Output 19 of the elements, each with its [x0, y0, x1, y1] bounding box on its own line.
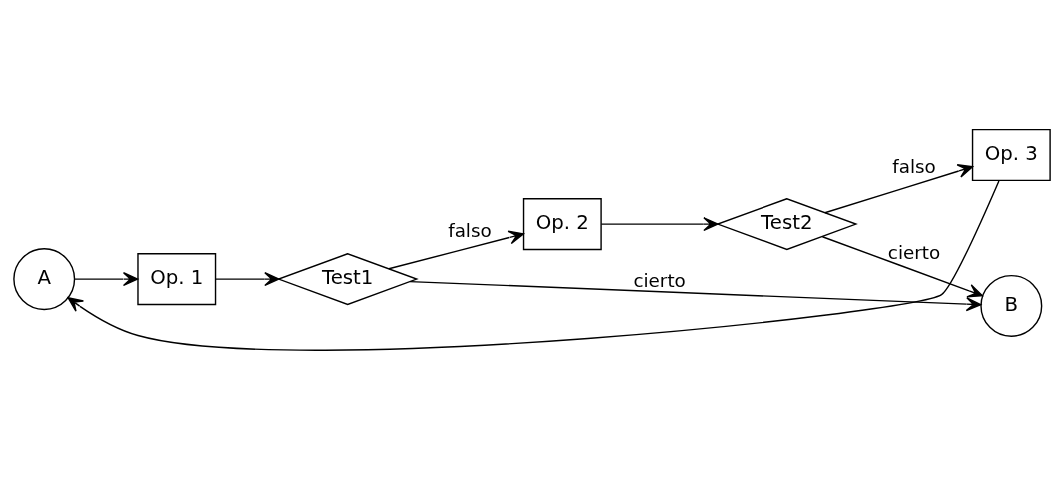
node-circle: A [13, 247, 76, 310]
node-circle: B [980, 274, 1043, 337]
edge-label: falso [448, 219, 492, 241]
arrow [824, 163, 974, 213]
arrow [215, 271, 280, 286]
arrow [74, 271, 139, 286]
edge-label: falso [892, 155, 936, 177]
node-box: Op. 1 [137, 252, 217, 305]
node-diamond: Test2 [715, 197, 858, 250]
arrow [409, 280, 982, 311]
arrow [388, 230, 525, 269]
arrow [821, 235, 984, 298]
edge-label: cierto [633, 269, 686, 291]
arrow [67, 179, 1000, 351]
arrow [600, 216, 719, 231]
node-box: Op. 2 [522, 197, 602, 250]
edge-label: cierto [887, 241, 941, 263]
node-box: Op. 3 [971, 128, 1051, 181]
node-diamond: Test1 [276, 252, 419, 305]
